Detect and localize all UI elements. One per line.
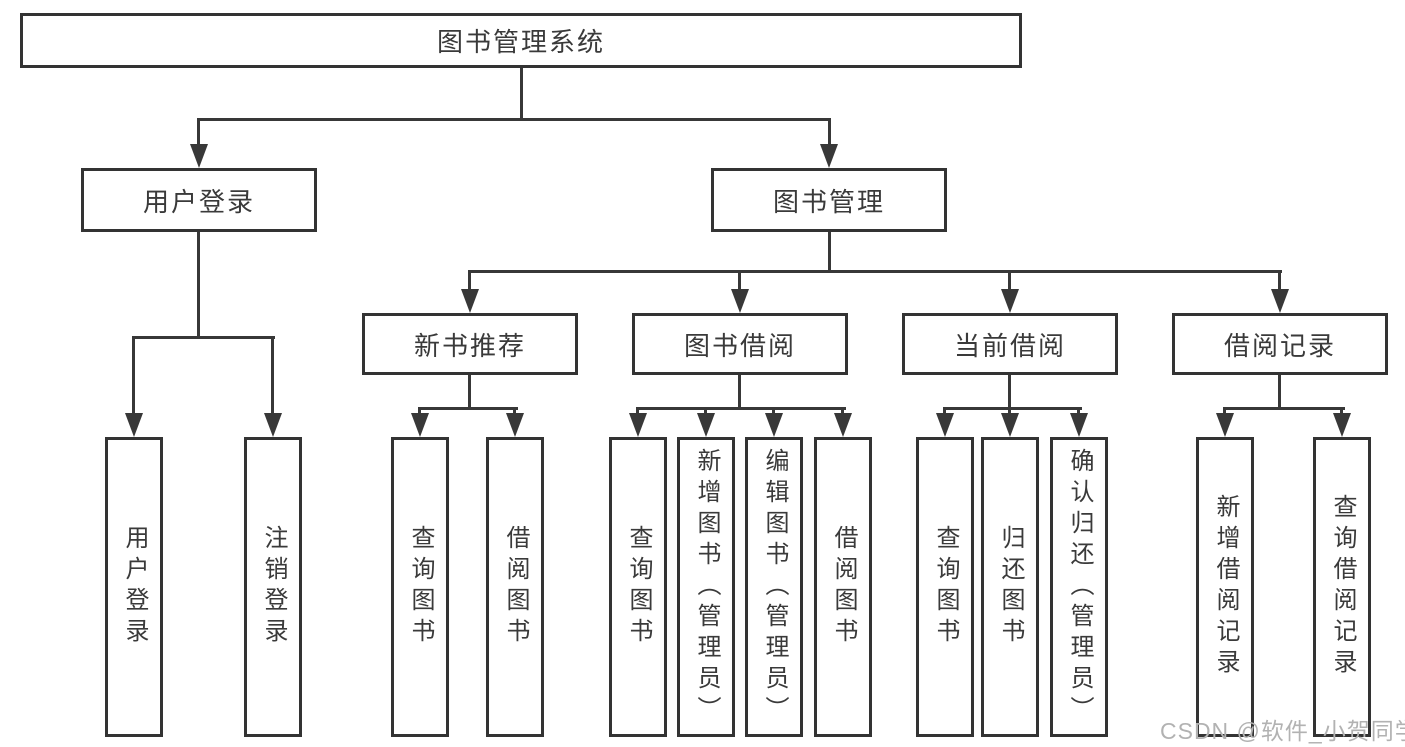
connector-stub-leaf (513, 407, 516, 413)
connector-stub-new-book (468, 270, 471, 289)
arrowhead-down-user-login (190, 144, 208, 168)
leaf-add-book-admin: 新增图书（管理员） (677, 437, 735, 737)
leaf-return-book-label: 归还图书 (997, 525, 1024, 649)
arrowhead-down-leaf (1333, 413, 1351, 437)
connector-stub-leaf (841, 407, 844, 413)
connector-new-book-branch (418, 407, 518, 410)
connector-user-login-down (197, 232, 200, 336)
leaf-borrow-books-recommend: 借阅图书 (486, 437, 544, 737)
arrowhead-down-leaf (834, 413, 852, 437)
leaf-user-login: 用户登录 (105, 437, 163, 737)
arrowhead-down-leaf (411, 413, 429, 437)
connector-stub-book-borrow (738, 270, 741, 289)
arrowhead-down-leaf (1216, 413, 1234, 437)
connector-stub-leaf (1008, 407, 1011, 413)
leaf-query-borrow-record-label: 查询借阅记录 (1329, 494, 1356, 680)
connector-stub-leaf (704, 407, 707, 413)
node-user-login-label: 用户登录 (142, 186, 255, 217)
arrowhead-down-leaf-logout (264, 413, 282, 437)
connector-stub-user-login (197, 118, 200, 144)
node-root-label: 图书管理系统 (436, 27, 605, 57)
connector-stub-leaf (772, 407, 775, 413)
arrowhead-down-book-borrow (731, 289, 749, 313)
connector-stub-book-management (828, 118, 831, 144)
arrowhead-down-book-management (820, 144, 838, 168)
connector-level3-branch (468, 270, 1282, 273)
leaf-logout-label: 注销登录 (260, 525, 287, 649)
connector-current-borrow-down (1008, 375, 1011, 407)
connector-root-down (520, 68, 523, 118)
node-book-management: 图书管理 (711, 168, 947, 232)
leaf-query-books-current: 查询图书 (916, 437, 974, 737)
leaf-edit-book-admin: 编辑图书（管理员） (745, 437, 803, 737)
arrowhead-down-leaf (506, 413, 524, 437)
connector-stub-leaf (943, 407, 946, 413)
leaf-add-borrow-record: 新增借阅记录 (1196, 437, 1254, 737)
node-new-book-recommend: 新书推荐 (362, 313, 578, 375)
arrowhead-down-leaf (697, 413, 715, 437)
leaf-edit-book-admin-label: 编辑图书（管理员） (761, 447, 788, 727)
leaf-borrow-books-label: 借阅图书 (830, 525, 857, 649)
arrowhead-down-new-book (461, 289, 479, 313)
connector-book-management-down (828, 232, 831, 270)
node-book-borrow: 图书借阅 (632, 313, 848, 375)
connector-stub-leaf-login (132, 336, 135, 413)
node-new-book-recommend-label: 新书推荐 (413, 330, 526, 361)
connector-stub-current-borrow (1008, 270, 1011, 289)
node-borrow-records-label: 借阅记录 (1223, 330, 1336, 361)
connector-stub-borrow-records (1278, 270, 1281, 289)
leaf-query-books-current-label: 查询图书 (932, 525, 959, 649)
leaf-query-books-borrow-label: 查询图书 (625, 525, 652, 649)
connector-book-borrow-down (738, 375, 741, 407)
leaf-query-books-borrow: 查询图书 (609, 437, 667, 737)
leaf-confirm-return-admin-label: 确认归还（管理员） (1066, 447, 1093, 727)
arrowhead-down-leaf (1070, 413, 1088, 437)
connector-book-borrow-branch (636, 407, 846, 410)
arrowhead-down-leaf-login (125, 413, 143, 437)
csdn-watermark: CSDN @软件_小贺同学 (1160, 718, 1405, 744)
connector-new-book-down (468, 375, 471, 407)
leaf-query-borrow-record: 查询借阅记录 (1313, 437, 1371, 737)
leaf-borrow-books-recommend-label: 借阅图书 (502, 525, 529, 649)
connector-borrow-records-down (1278, 375, 1281, 407)
arrowhead-down-leaf (936, 413, 954, 437)
arrowhead-down-leaf (629, 413, 647, 437)
connector-borrow-records-branch (1223, 407, 1345, 410)
leaf-add-book-admin-label: 新增图书（管理员） (693, 447, 720, 727)
leaf-query-books-recommend-label: 查询图书 (407, 525, 434, 649)
node-root: 图书管理系统 (20, 13, 1022, 68)
node-borrow-records: 借阅记录 (1172, 313, 1388, 375)
connector-stub-leaf (1223, 407, 1226, 413)
connector-level2-branch (197, 118, 831, 121)
leaf-logout: 注销登录 (244, 437, 302, 737)
connector-stub-leaf (418, 407, 421, 413)
arrowhead-down-current-borrow (1001, 289, 1019, 313)
arrowhead-down-leaf (1001, 413, 1019, 437)
leaf-borrow-books: 借阅图书 (814, 437, 872, 737)
leaf-query-books-recommend: 查询图书 (391, 437, 449, 737)
leaf-user-login-label: 用户登录 (121, 525, 148, 649)
node-current-borrow-label: 当前借阅 (953, 330, 1066, 361)
node-book-management-label: 图书管理 (772, 186, 885, 217)
connector-stub-leaf (1077, 407, 1080, 413)
connector-stub-leaf (636, 407, 639, 413)
arrowhead-down-leaf (765, 413, 783, 437)
connector-current-borrow-branch (943, 407, 1082, 410)
node-book-borrow-label: 图书借阅 (683, 330, 796, 361)
node-current-borrow: 当前借阅 (902, 313, 1118, 375)
leaf-add-borrow-record-label: 新增借阅记录 (1212, 494, 1239, 680)
connector-user-login-branch (132, 336, 275, 339)
leaf-return-book: 归还图书 (981, 437, 1039, 737)
leaf-confirm-return-admin: 确认归还（管理员） (1050, 437, 1108, 737)
connector-stub-leaf (1340, 407, 1343, 413)
node-user-login: 用户登录 (81, 168, 317, 232)
arrowhead-down-borrow-records (1271, 289, 1289, 313)
connector-stub-leaf-logout (271, 336, 274, 413)
